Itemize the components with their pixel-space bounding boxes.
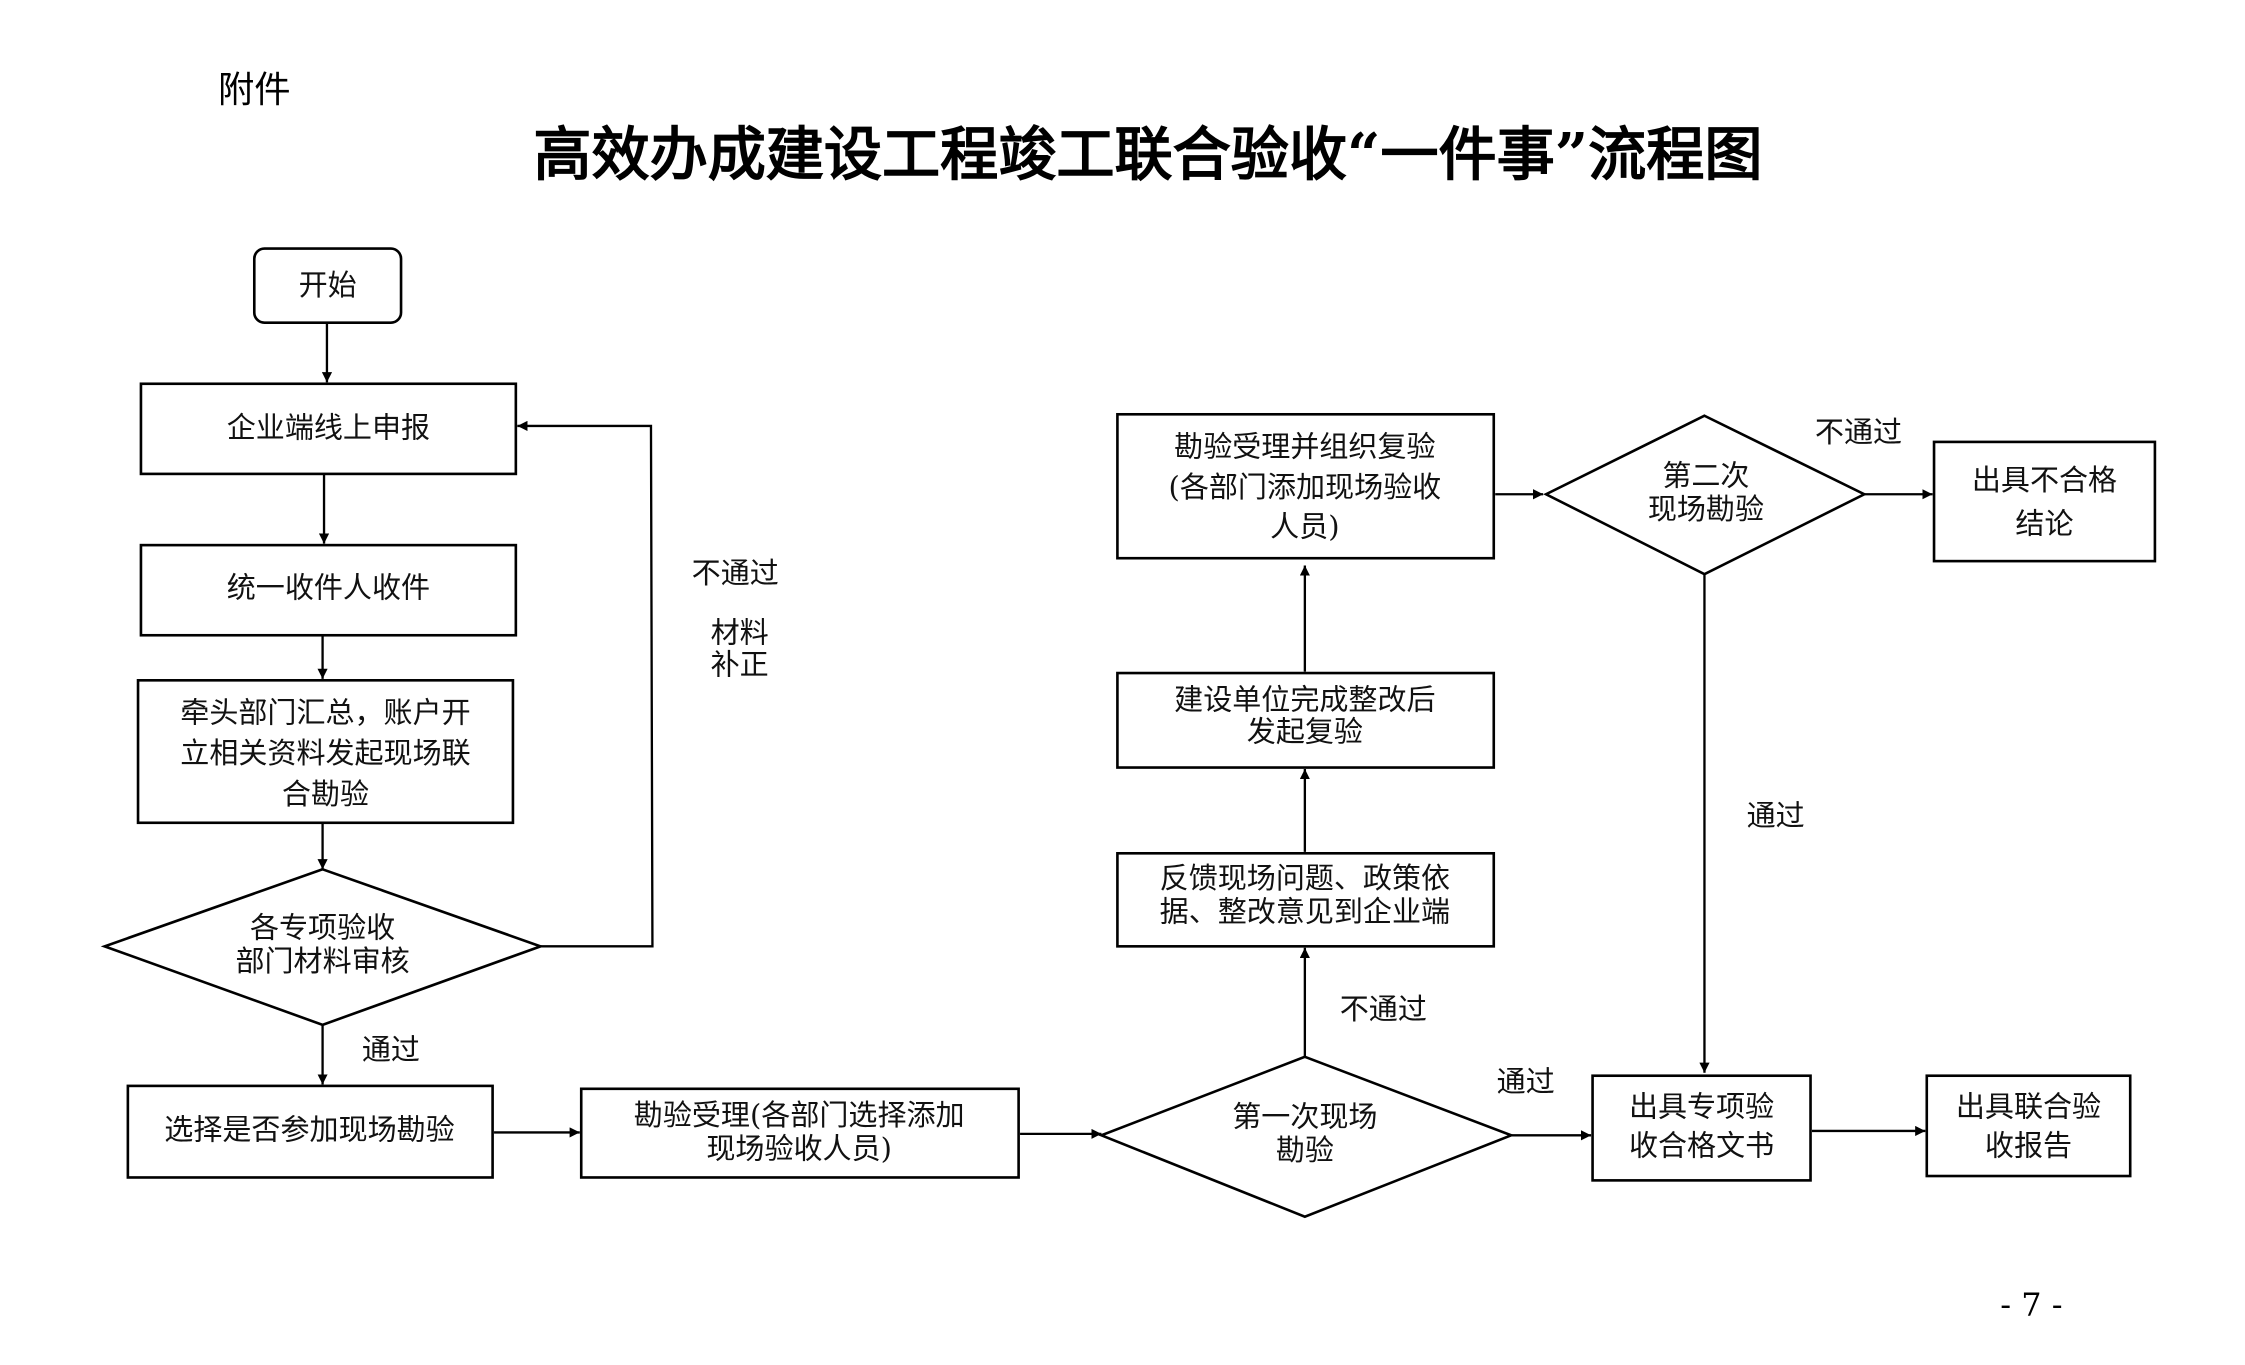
node-inspect-accept: 勘验受理(各部门选择添加 现场验收人员) (581, 1089, 1018, 1178)
node-dept-review-line2: 部门材料审核 (235, 944, 409, 978)
label-review-fail: 不通过 (692, 556, 779, 590)
node-second-inspect-line1: 第二次 (1662, 459, 1749, 493)
node-inspect-accept-line1: 勘验受理(各部门选择添加 (634, 1098, 965, 1132)
node-special-cert: 出具专项验 收合格文书 (1593, 1076, 1811, 1181)
node-special-cert-line2: 收合格文书 (1629, 1129, 1774, 1163)
node-online-declare: 企业端线上申报 (141, 384, 516, 474)
node-start: 开始 (254, 249, 401, 323)
page-number: - 7 - (2000, 1286, 2062, 1324)
node-rectify-line2: 发起复验 (1247, 714, 1363, 748)
node-special-cert-line1: 出具专项验 (1629, 1089, 1774, 1123)
label-review-pass: 通过 (362, 1033, 420, 1067)
node-online-declare-label: 企业端线上申报 (227, 411, 430, 445)
label-first-fail: 不通过 (1340, 992, 1427, 1026)
node-joint-report-line1: 出具联合验 (1956, 1089, 2101, 1123)
node-fail-conclusion: 出具不合格 结论 (1934, 442, 2155, 561)
node-first-inspect-line1: 第一次现场 (1232, 1100, 1377, 1134)
node-reinspect-accept-line2: (各部门添加现场验收 (1169, 470, 1442, 504)
label-second-pass: 通过 (1747, 799, 1805, 833)
node-first-inspect-line2: 勘验 (1276, 1133, 1334, 1167)
node-feedback-line2: 据、整改意见到企业端 (1160, 895, 1450, 929)
node-unified-receive: 统一收件人收件 (141, 545, 516, 635)
node-inspect-accept-line2: 现场验收人员) (706, 1132, 892, 1166)
node-reinspect-accept-line1: 勘验受理并组织复验 (1174, 429, 1435, 463)
node-unified-receive-label: 统一收件人收件 (227, 570, 430, 604)
node-choose-inspect-label: 选择是否参加现场勘验 (164, 1113, 454, 1147)
node-lead-dept-line2: 立相关资料发起现场联 (180, 736, 470, 770)
node-lead-dept-line3: 合勘验 (282, 777, 369, 811)
node-reinspect-accept: 勘验受理并组织复验 (各部门添加现场验收 人员) (1117, 414, 1493, 558)
label-material-fix-line2: 补正 (711, 647, 769, 681)
attachment-label: 附件 (218, 68, 291, 111)
node-first-inspect: 第一次现场 勘验 (1101, 1057, 1511, 1217)
node-second-inspect-line2: 现场勘验 (1648, 492, 1764, 526)
edge-review-fail-loop (517, 426, 652, 946)
label-second-fail: 不通过 (1815, 415, 1902, 449)
node-rectify: 建设单位完成整改后 发起复验 (1117, 673, 1493, 767)
node-start-label: 开始 (299, 268, 357, 302)
node-feedback: 反馈现场问题、政策依 据、整改意见到企业端 (1117, 853, 1493, 946)
node-dept-review: 各专项验收 部门材料审核 (105, 869, 541, 1025)
label-material-fix-line1: 材料 (711, 616, 769, 650)
node-reinspect-accept-line3: 人员) (1270, 509, 1339, 543)
node-fail-conclusion-line1: 出具不合格 (1972, 463, 2117, 497)
node-lead-dept: 牵头部门汇总，账户开 立相关资料发起现场联 合勘验 (138, 680, 513, 822)
node-rectify-line1: 建设单位完成整改后 (1174, 682, 1435, 716)
node-fail-conclusion-line2: 结论 (2015, 506, 2073, 540)
label-first-pass: 通过 (1497, 1065, 1555, 1099)
node-joint-report-line2: 收报告 (1985, 1129, 2072, 1163)
node-joint-report: 出具联合验 收报告 (1927, 1076, 2130, 1176)
node-choose-inspect: 选择是否参加现场勘验 (128, 1086, 493, 1178)
node-dept-review-line1: 各专项验收 (250, 911, 395, 945)
node-feedback-line1: 反馈现场问题、政策依 (1160, 861, 1450, 895)
page-title: 高效办成建设工程竣工联合验收“一件事”流程图 (533, 119, 1762, 188)
node-lead-dept-line1: 牵头部门汇总，账户开 (180, 695, 470, 729)
